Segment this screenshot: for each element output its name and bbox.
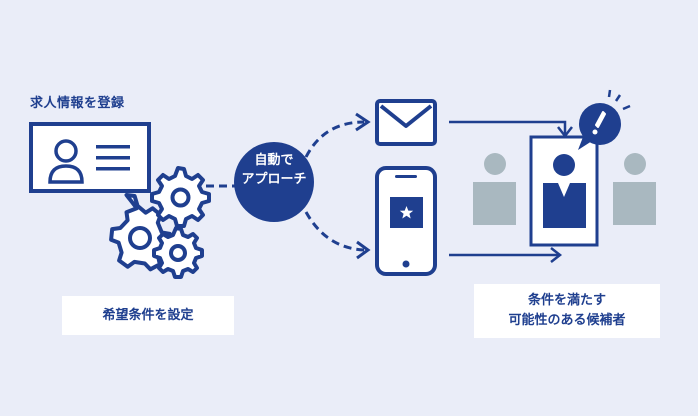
auto-approach-label: 自動で アプローチ bbox=[234, 151, 314, 189]
candidate-icon bbox=[613, 153, 656, 225]
auto-approach-line1: 自動で bbox=[254, 153, 294, 168]
auto-approach-line2: アプローチ bbox=[241, 172, 307, 187]
smartphone-icon bbox=[375, 166, 437, 276]
gear-icon bbox=[150, 166, 211, 228]
profile-card-icon bbox=[29, 122, 151, 193]
register-job-label: 求人情報を登録 bbox=[30, 96, 125, 111]
matched-candidate-card bbox=[529, 135, 599, 247]
matching-candidates-box: 条件を満たす 可能性のある候補者 bbox=[474, 284, 660, 338]
set-conditions-box: 希望条件を設定 bbox=[62, 296, 234, 335]
gear-icon bbox=[152, 226, 204, 279]
candidate-icon bbox=[473, 153, 516, 225]
arrow-phone-to-candidate bbox=[449, 247, 563, 263]
arrow-mail-to-candidate bbox=[449, 120, 573, 139]
star-icon bbox=[399, 206, 414, 219]
arrow-to-phone bbox=[304, 211, 371, 260]
auto-approach-circle bbox=[234, 142, 314, 222]
arrow-to-mail bbox=[304, 112, 371, 158]
matching-line1: 条件を満たす bbox=[527, 293, 606, 308]
matching-line2: 可能性のある候補者 bbox=[508, 313, 626, 328]
alert-icon bbox=[578, 89, 631, 150]
mail-icon bbox=[375, 99, 437, 146]
